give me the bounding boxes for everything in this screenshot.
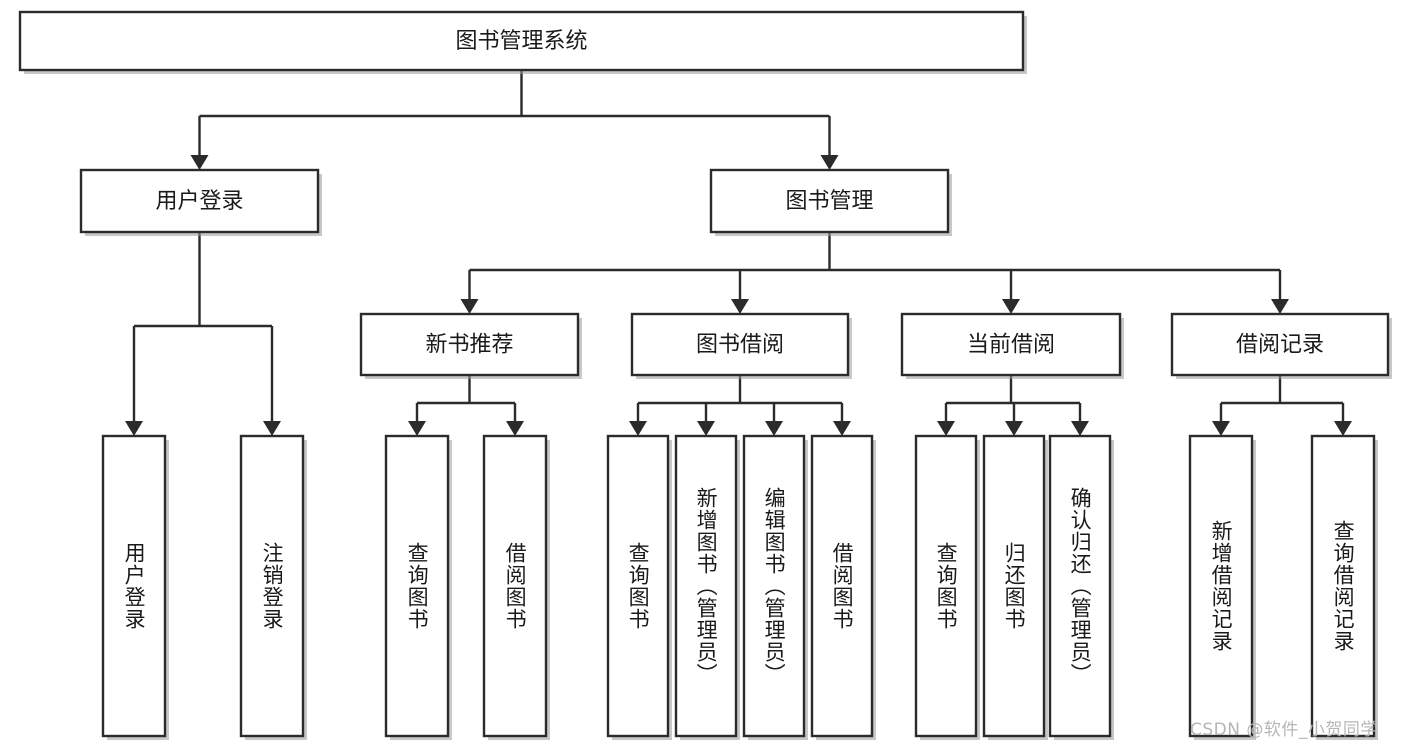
arrow-head [460,299,479,314]
node-box-current-borrow[interactable] [900,312,1122,377]
arrow-head [629,421,647,436]
arrow-head [408,421,426,436]
node-box-leaf-query-record[interactable] [1310,434,1376,738]
arrow-head [833,421,851,436]
node-box-leaf-borrow-book-1[interactable] [482,434,548,738]
arrow-head [697,421,715,436]
arrow-head [1005,421,1023,436]
node-label-current-borrow: 当前借阅 [967,333,1055,358]
node-box-leaf-confirm-return[interactable] [1048,434,1112,738]
node-box-book-manage[interactable] [709,168,950,234]
node-label-book-borrow: 图书借阅 [696,333,784,358]
arrow-head [190,155,209,170]
nodes-layer [18,10,1392,740]
node-box-user-login[interactable] [79,168,320,234]
arrow-head [1071,421,1089,436]
arrow-head [1334,421,1352,436]
node-box-leaf-return-book[interactable] [982,434,1046,738]
arrow-head [1271,299,1289,314]
node-box-leaf-query-book-2[interactable] [606,434,670,738]
node-box-new-book-recommend[interactable] [359,312,580,377]
arrow-head [1002,299,1020,314]
node-box-leaf-query-book-3[interactable] [914,434,978,738]
arrow-head [765,421,783,436]
arrow-head [731,299,749,314]
node-box-leaf-logout[interactable] [239,434,305,738]
node-box-leaf-borrow-book-2[interactable] [810,434,874,738]
node-box-leaf-query-book-1[interactable] [384,434,450,738]
arrow-head [125,421,143,436]
node-label-user-login: 用户登录 [155,189,243,214]
arrow-head [506,421,524,436]
node-box-borrow-record[interactable] [1170,312,1390,377]
arrow-head [820,155,839,170]
node-label-new-book-recommend: 新书推荐 [425,333,513,358]
edges-layer [125,70,1352,436]
arrow-head [263,421,281,436]
node-box-leaf-user-login[interactable] [101,434,167,738]
node-box-leaf-edit-book[interactable] [742,434,806,738]
arrow-head [937,421,955,436]
node-box-leaf-add-book[interactable] [674,434,738,738]
node-box-leaf-add-record[interactable] [1188,434,1254,738]
node-label-book-manage: 图书管理 [785,189,873,214]
node-box-root[interactable] [18,10,1025,72]
node-label-borrow-record: 借阅记录 [1236,333,1324,358]
node-label-root: 图书管理系统 [455,29,587,54]
arrow-head [1212,421,1230,436]
node-box-book-borrow[interactable] [630,312,850,377]
watermark-text: CSDN @软件_小贺同学 [1190,720,1378,740]
